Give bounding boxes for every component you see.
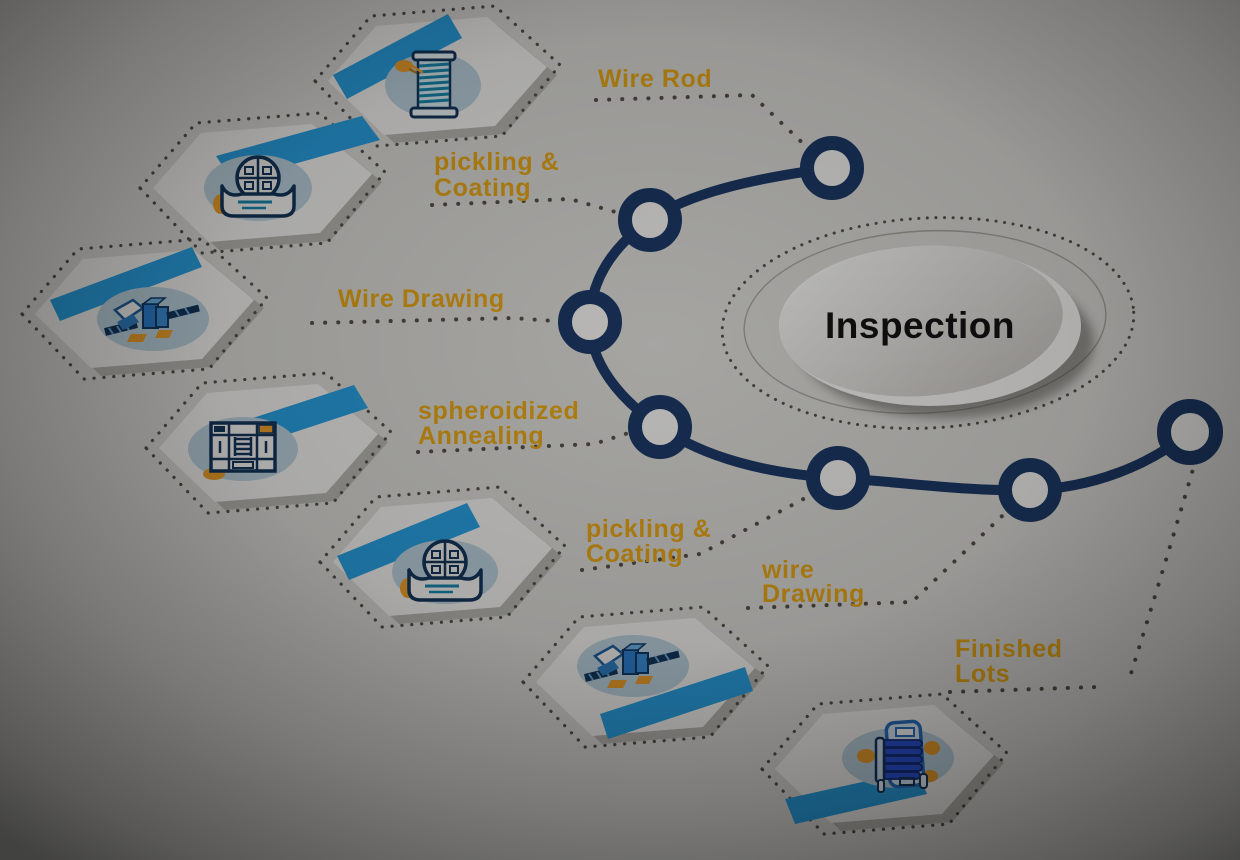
label-annealing-line1: spheroidized	[418, 397, 579, 425]
label-finished-lots-line2: Lots	[955, 660, 1010, 688]
annealing-furnace-icon	[201, 421, 277, 482]
label-pickling-2-line1: pickling &	[586, 515, 711, 543]
chain-node	[800, 136, 864, 200]
chain-node	[806, 446, 870, 510]
chain-node	[558, 290, 622, 354]
chain-node	[628, 395, 692, 459]
label-wire-drawing-2-line2: Drawing	[762, 580, 865, 608]
chain-node	[998, 458, 1062, 522]
label-pickling-2-line2: Coating	[586, 540, 683, 568]
inspection-label: Inspection	[825, 305, 1015, 346]
label-pickling-1-line2: Coating	[434, 174, 531, 202]
label-wire-rod: Wire Rod	[598, 65, 712, 93]
label-wire-drawing-1: Wire Drawing	[338, 285, 505, 313]
chain-node	[1157, 399, 1223, 465]
label-finished-lots-line1: Finished	[955, 635, 1063, 663]
chain-node	[618, 188, 682, 252]
label-annealing-line2: Annealing	[418, 422, 544, 450]
label-pickling-1-line1: pickling &	[434, 148, 559, 176]
